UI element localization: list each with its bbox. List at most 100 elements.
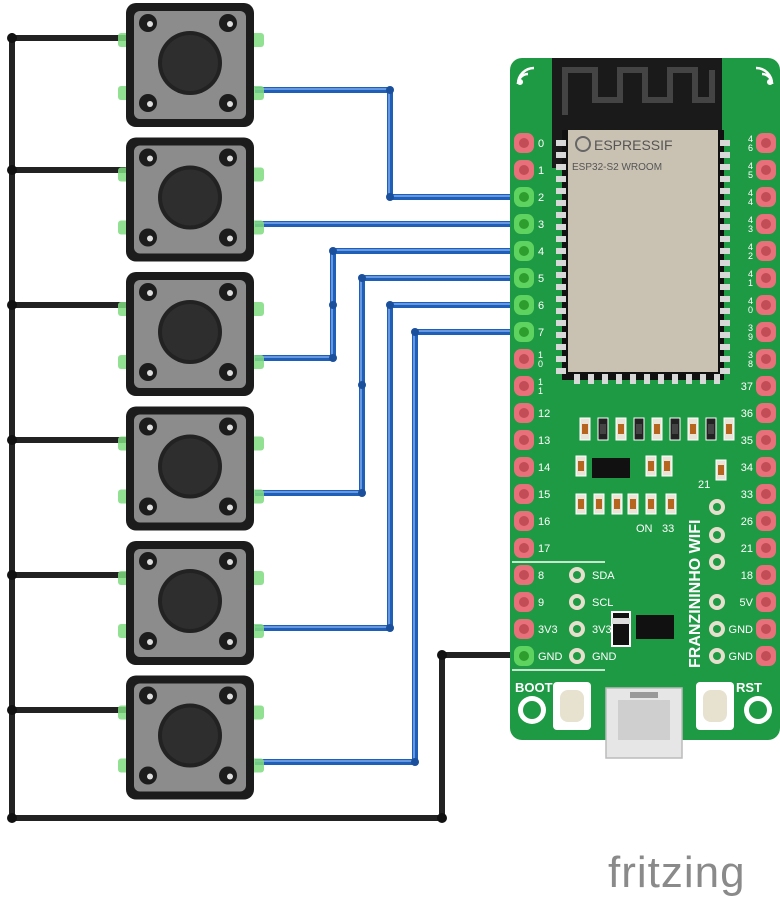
pin-label: 35 [741,435,753,447]
through-hole-inner [573,652,581,660]
header-pad-hole [761,327,771,337]
module-pin [556,320,566,326]
pin-label: 36 [741,408,753,420]
through-hole-inner [713,652,721,660]
smd-part-body [718,465,724,475]
header-pad-hole [519,489,529,499]
button-corner-highlight [227,370,233,376]
push-button-5[interactable] [118,541,264,665]
push-button-4[interactable] [118,406,264,531]
on-label: ON [636,523,653,535]
button-corner-highlight [227,693,233,700]
header-pad-hole [761,516,771,526]
header-pad-hole [519,165,529,175]
header-pad-hole [519,435,529,445]
module-pin [720,164,730,170]
smd-part-body [664,461,670,471]
pin-label: 18 [741,570,753,582]
module-pin [556,296,566,302]
button-cap-inner [162,304,218,360]
pin-label: 3V3 [538,624,558,636]
pin-label: 34 [741,462,753,474]
push-buttons [118,3,264,800]
boot-label: BOOT [515,680,553,695]
module-pin [672,374,678,384]
header-pad-hole [761,543,771,553]
smd-part-body [654,424,660,434]
module-pin [720,368,730,374]
button-corner-highlight [227,424,233,431]
inner-pin-label: 3V3 [592,624,612,636]
diode-band [612,618,630,624]
push-button-2[interactable] [118,137,264,262]
button-corner-highlight [147,101,153,107]
button-cap-inner [162,35,218,91]
pin-label: 4 [748,242,753,252]
header-pad-hole [761,246,771,256]
pin-label: 4 [748,188,753,198]
pin-label: 3 [538,219,544,231]
push-button-6[interactable] [118,675,264,800]
pin-label: 4 [748,134,753,144]
pin-label: 21 [741,543,753,555]
push-button-3[interactable] [118,272,264,396]
button-corner-highlight [227,235,233,242]
button-corner-highlight [227,639,233,645]
smd-part-body [582,424,588,434]
espressif-logo-icon [575,136,591,152]
inner-pin-label: GND [592,651,617,663]
module-pin [720,356,730,362]
button-corner-highlight [227,155,233,162]
module-pin [556,212,566,218]
pin-label: 4 [748,197,753,207]
button-corner-highlight [227,101,233,107]
pin-label: 1 [748,278,753,288]
pin-label: 15 [538,489,550,501]
pin-label: 4 [748,215,753,225]
pin-label: 0 [748,305,753,315]
header-pad-hole [761,354,771,364]
right-header: 46454443424140393837363534332621185VGNDG… [729,133,776,666]
module-pin [720,260,730,266]
module-pin [700,374,706,384]
pin-label: 4 [748,296,753,306]
button-corner-highlight [147,235,153,242]
pin-label: 6 [748,143,753,153]
header-pad-hole [761,138,771,148]
pin-label: 1 [538,386,543,396]
module-pin [720,272,730,278]
pin-label: 4 [748,161,753,171]
header-pad-hole [519,246,529,256]
through-hole-inner [573,625,581,633]
module-pin [720,320,730,326]
smd-part-body [578,461,584,471]
header-pad-hole [761,381,771,391]
header-pad-hole [519,138,529,148]
header-pad-hole [519,300,529,310]
smd-part-body [668,499,674,509]
pin-label: 5V [740,597,754,609]
module-pin [720,212,730,218]
header-pad-hole [519,381,529,391]
header-pad-hole [761,435,771,445]
module-pin [720,224,730,230]
button-corner-highlight [147,693,153,700]
pin-label: 1 [538,165,544,177]
wifi-left-icon [516,66,535,86]
header-pad-hole [761,624,771,634]
inner-pin-label: SCL [592,597,613,609]
header-pad-hole [761,597,771,607]
push-button-1[interactable] [118,3,264,127]
module-pin [644,374,650,384]
board-name: FRANZININHO WIFI [687,520,704,668]
diode [611,611,631,647]
header-pad-hole [519,327,529,337]
module-pin [720,200,730,206]
mount-hole-right-inner [749,701,767,719]
module-pin [720,248,730,254]
button-cap-inner [162,707,218,764]
header-pad-hole [761,570,771,580]
button-corner-highlight [227,21,233,27]
